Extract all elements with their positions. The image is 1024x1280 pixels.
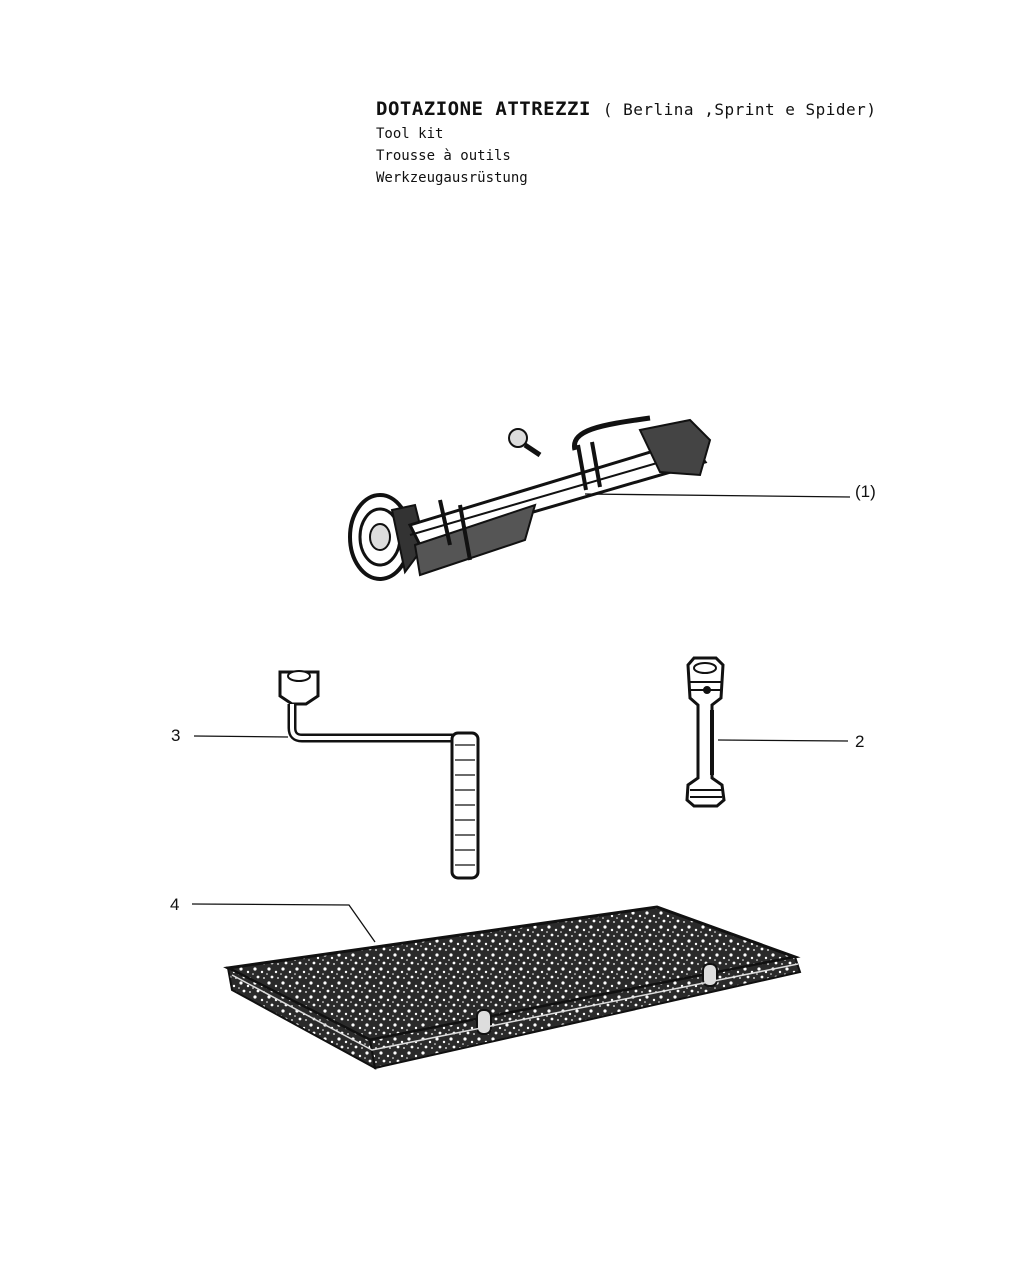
tool-case-leader-line xyxy=(191,903,376,943)
callout-tube-wrench: 2 xyxy=(855,732,865,751)
wheel-brace-leader-line xyxy=(193,735,289,738)
kit-title-main: DOTAZIONE ATTREZZI xyxy=(376,98,591,120)
kit-title-models: ( Berlina ,Sprint e Spider) xyxy=(602,100,877,119)
page-header: DOTAZIONE ATTREZZI ( Berlina ,Sprint e S… xyxy=(376,98,876,186)
callout-wheel-brace: 3 xyxy=(171,726,181,745)
callout-tool-case: 4 xyxy=(170,895,180,914)
callout-jack: (1) xyxy=(855,482,876,501)
kit-title: DOTAZIONE ATTREZZI ( Berlina ,Sprint e S… xyxy=(376,98,876,120)
wheel-brace-drawing xyxy=(278,670,480,880)
title-french: Trousse à outils xyxy=(376,148,511,164)
tool-case-drawing xyxy=(223,905,802,1070)
tube-wrench-leader-line xyxy=(717,739,849,742)
jack-leader-line xyxy=(584,493,851,498)
jack-drawing xyxy=(348,415,712,581)
title-german: Werkzeugausrüstung xyxy=(376,170,528,186)
title-english: Tool kit xyxy=(376,126,444,142)
tube-wrench-drawing xyxy=(685,656,726,808)
